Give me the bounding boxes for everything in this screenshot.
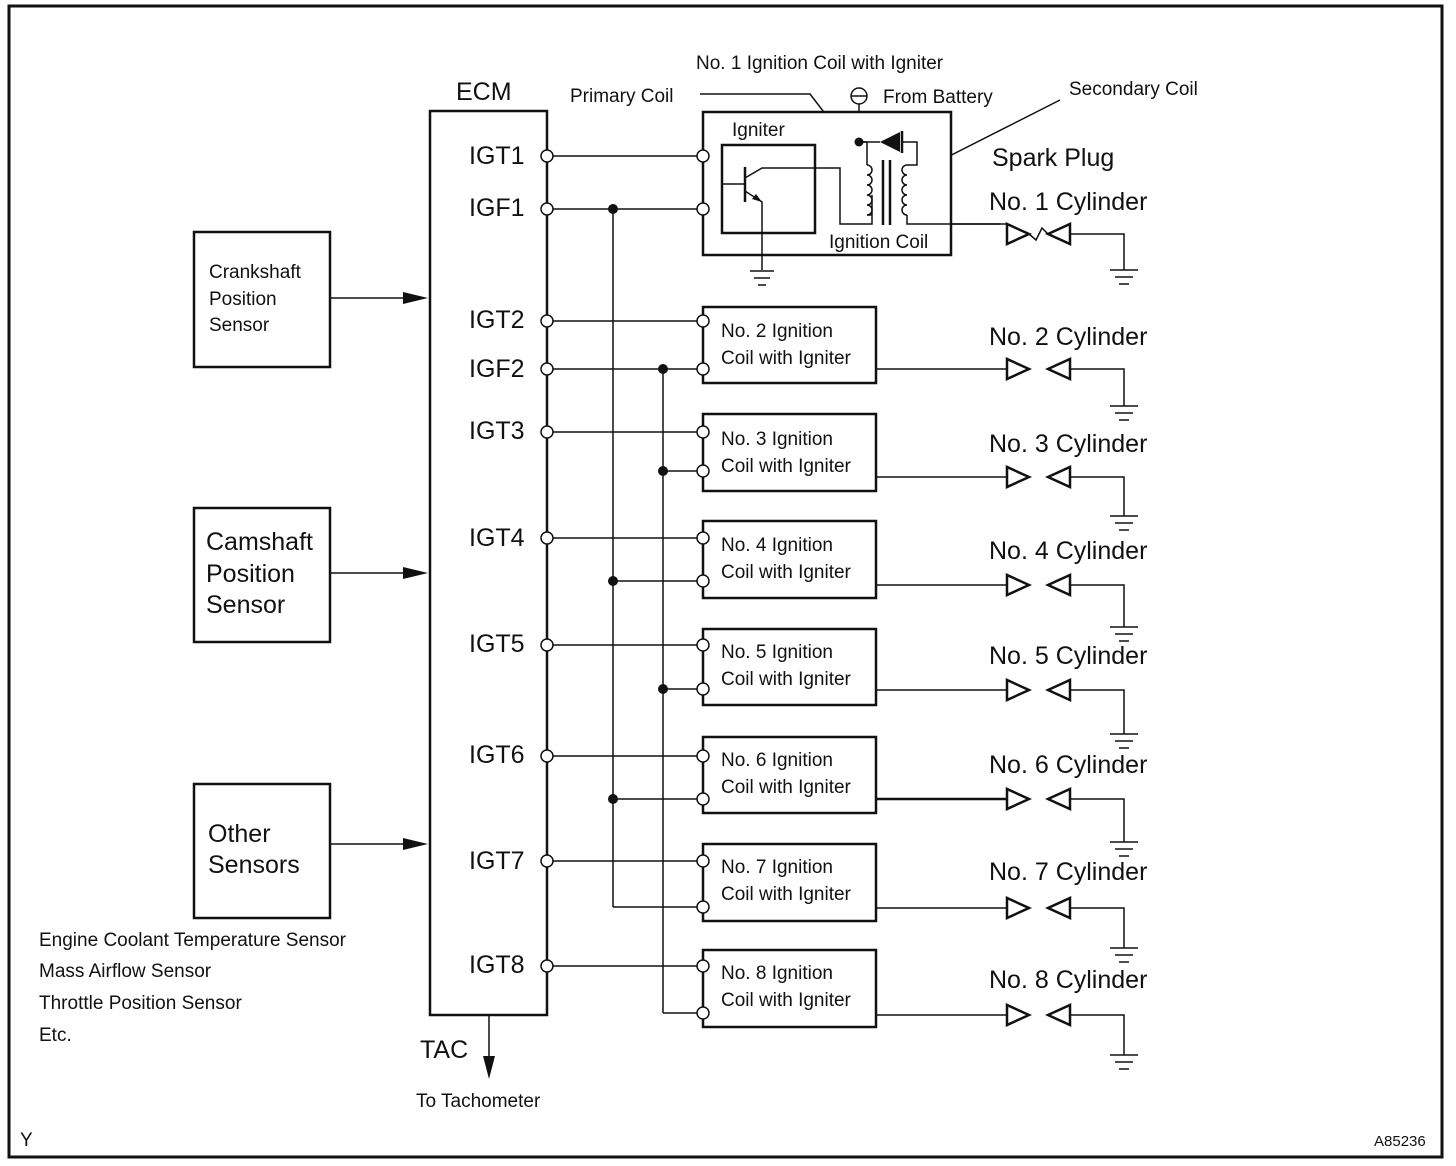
cylinder-label: No. 7 Cylinder xyxy=(989,858,1147,886)
camshaft-sensor: Camshaft Position Sensor xyxy=(192,506,332,644)
cylinder-6: No. 6 Cylinder xyxy=(876,751,1147,857)
coil-label-line2: Coil with Igniter xyxy=(721,669,852,690)
from-battery-label: From Battery xyxy=(883,87,993,108)
coil-label-line1: No. 4 Ignition xyxy=(721,535,833,556)
terminal-igt1: IGT1 xyxy=(469,142,525,170)
cylinder-label: No. 5 Cylinder xyxy=(989,642,1147,670)
ignition-coil-6: No. 6 Ignition Coil with Igniter xyxy=(696,735,878,815)
other-label-2: Sensors xyxy=(208,851,300,879)
wiring xyxy=(553,155,697,1014)
other-sensors-list: Engine Coolant Temperature Sensor Mass A… xyxy=(39,930,347,1046)
coil-label-line2: Coil with Igniter xyxy=(721,562,852,583)
coil1-igt-pin xyxy=(696,149,710,163)
ecm-pins xyxy=(540,149,554,973)
camshaft-label-2: Position xyxy=(206,560,295,588)
terminal-igf1: IGF1 xyxy=(469,194,525,222)
camshaft-label-3: Sensor xyxy=(206,591,285,619)
coil-label-line2: Coil with Igniter xyxy=(721,348,852,369)
ecm-title: ECM xyxy=(456,78,512,106)
corner-mark-left: Y xyxy=(20,1130,33,1151)
secondary-coil-label: Secondary Coil xyxy=(1069,79,1198,100)
crankshaft-label-2: Position xyxy=(209,289,277,310)
coil-label-line1: No. 5 Ignition xyxy=(721,642,833,663)
other-sensor-item: Throttle Position Sensor xyxy=(39,993,242,1014)
terminal-igf2: IGF2 xyxy=(469,355,525,383)
crankshaft-label-1: Crankshaft xyxy=(209,262,302,283)
other-sensors: Other Sensors xyxy=(192,782,332,920)
cylinder-label: No. 1 Cylinder xyxy=(989,188,1147,216)
cylinder-label: No. 2 Cylinder xyxy=(989,323,1147,351)
ignition-coil-8: No. 8 Ignition Coil with Igniter xyxy=(696,948,878,1029)
ecm-block: ECM IGT1 IGF1 IGT2 IGF2 IGT3 IGT4 IGT5 I… xyxy=(428,78,549,1017)
cylinder-2: No. 2 Cylinder xyxy=(876,323,1147,421)
terminal-igt6: IGT6 xyxy=(469,741,525,769)
ignition-coil-4: No. 4 Ignition Coil with Igniter xyxy=(696,519,878,600)
primary-coil-label: Primary Coil xyxy=(570,86,673,107)
cylinder-7: No. 7 Cylinder xyxy=(876,858,1147,963)
figure-code: A85236 xyxy=(1374,1133,1426,1150)
cylinder-1: No. 1 Cylinder xyxy=(989,188,1147,285)
cylinder-label: No. 3 Cylinder xyxy=(989,430,1147,458)
coil-label-line1: No. 3 Ignition xyxy=(721,429,833,450)
tac-output: TAC To Tachometer xyxy=(416,1015,541,1112)
tachometer-label: To Tachometer xyxy=(416,1091,541,1112)
spark-plug-title: Spark Plug xyxy=(992,144,1114,172)
other-sensor-item: Engine Coolant Temperature Sensor xyxy=(39,930,347,951)
cylinder-label: No. 6 Cylinder xyxy=(989,751,1147,779)
camshaft-label-1: Camshaft xyxy=(206,528,313,556)
terminal-igt5: IGT5 xyxy=(469,630,525,658)
coil-label-line2: Coil with Igniter xyxy=(721,456,852,477)
coil1-title: No. 1 Ignition Coil with Igniter xyxy=(696,53,944,74)
crankshaft-label-3: Sensor xyxy=(209,315,270,336)
crankshaft-sensor: Crankshaft Position Sensor xyxy=(192,230,332,369)
coil-label-line1: No. 8 Ignition xyxy=(721,963,833,984)
ignition-coil-3: No. 3 Ignition Coil with Igniter xyxy=(696,412,878,493)
terminal-igt2: IGT2 xyxy=(469,306,525,334)
other-sensor-item: Etc. xyxy=(39,1025,72,1046)
coil-label-line2: Coil with Igniter xyxy=(721,777,852,798)
coil-label-line2: Coil with Igniter xyxy=(721,990,852,1011)
cylinder-label: No. 8 Cylinder xyxy=(989,966,1147,994)
igniter-label: Igniter xyxy=(732,120,785,141)
other-sensor-item: Mass Airflow Sensor xyxy=(39,961,212,982)
coil-label-line1: No. 6 Ignition xyxy=(721,750,833,771)
coil-label-line1: No. 7 Ignition xyxy=(721,857,833,878)
terminal-igt4: IGT4 xyxy=(469,524,525,552)
outer-frame xyxy=(7,4,1444,1159)
terminal-igt8: IGT8 xyxy=(469,951,525,979)
coil1-igf-pin xyxy=(696,202,710,216)
cylinder-8: No. 8 Cylinder xyxy=(876,966,1147,1070)
cylinder-label: No. 4 Cylinder xyxy=(989,537,1147,565)
cylinder-3: No. 3 Cylinder xyxy=(876,430,1147,531)
ignition-coil-2: No. 2 Ignition Coil with Igniter xyxy=(696,305,878,385)
coil-label-line2: Coil with Igniter xyxy=(721,884,852,905)
ignition-coil-7: No. 7 Ignition Coil with Igniter xyxy=(696,842,878,923)
terminal-igt3: IGT3 xyxy=(469,417,525,445)
cylinder-4: No. 4 Cylinder xyxy=(876,537,1147,642)
ignition-coil-5: No. 5 Ignition Coil with Igniter xyxy=(696,627,878,707)
terminal-igt7: IGT7 xyxy=(469,847,525,875)
ignition-coil-label: Ignition Coil xyxy=(829,232,928,253)
coil-label-line1: No. 2 Ignition xyxy=(721,321,833,342)
other-label-1: Other xyxy=(208,820,271,848)
cylinder-5: No. 5 Cylinder xyxy=(876,642,1147,749)
coil1-detail: No. 1 Ignition Coil with Igniter Primary… xyxy=(570,53,1198,286)
tac-label: TAC xyxy=(420,1036,468,1064)
sensor-arrows xyxy=(330,292,428,850)
